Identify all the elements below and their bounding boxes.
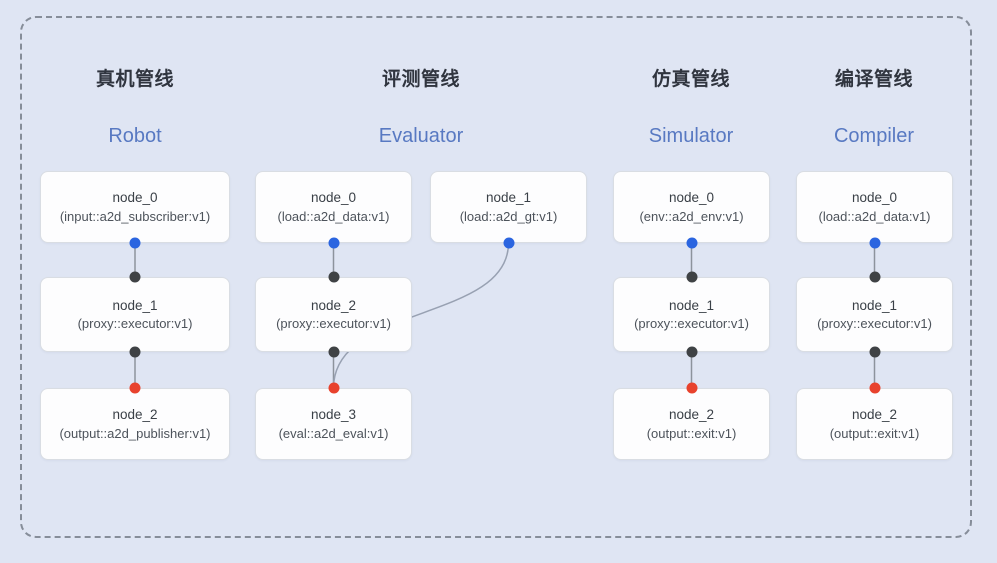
port-dot-blue: [869, 237, 880, 249]
node-type: (proxy::executor:v1): [634, 316, 749, 332]
node-name: node_1: [851, 297, 898, 313]
port-dot-black: [129, 346, 141, 358]
port-dot-red: [869, 382, 880, 394]
node-card-evaluator-node-0: node_0 (load::a2d_data:v1): [255, 171, 412, 243]
pipeline-subtitle-robot: Robot: [108, 125, 162, 147]
node-type: (env::a2d_env:v1): [639, 208, 744, 224]
node-type: (input::a2d_subscriber:v1): [59, 208, 211, 224]
port-dot-red: [129, 382, 141, 394]
node-card-simulator-node-1: node_1 (proxy::executor:v1): [613, 277, 770, 352]
port-dot-black: [686, 271, 697, 283]
node-name: node_3: [310, 407, 357, 423]
pipeline-subtitle-evaluator: Evaluator: [378, 125, 464, 147]
node-type: (output::exit:v1): [646, 425, 737, 441]
node-card-simulator-node-0: node_0 (env::a2d_env:v1): [613, 171, 770, 243]
node-type: (load::a2d_data:v1): [277, 208, 390, 224]
node-card-compiler-node-1: node_1 (proxy::executor:v1): [796, 277, 953, 352]
node-type: (output::exit:v1): [829, 425, 920, 441]
pipeline-title-simulator: 仿真管线: [651, 69, 730, 90]
pipeline-subtitle-compiler: Compiler: [833, 125, 915, 147]
port-dot-black: [129, 271, 141, 283]
node-name: node_0: [310, 190, 357, 206]
node-name: node_0: [851, 190, 898, 206]
node-name: node_2: [112, 407, 158, 423]
node-name: node_1: [668, 297, 715, 313]
port-dot-black: [328, 271, 339, 283]
node-name: node_2: [668, 407, 715, 423]
port-dot-blue: [328, 237, 339, 249]
port-dot-red: [686, 382, 697, 394]
node-card-evaluator-node-1: node_1 (load::a2d_gt:v1): [430, 171, 587, 243]
node-card-evaluator-node-3: node_3 (eval::a2d_eval:v1): [255, 388, 412, 460]
node-type: (load::a2d_gt:v1): [459, 208, 558, 224]
node-type: (load::a2d_data:v1): [818, 208, 931, 224]
node-type: (output::a2d_publisher:v1): [59, 425, 211, 441]
port-dot-blue: [503, 237, 514, 249]
node-card-compiler-node-2: node_2 (output::exit:v1): [796, 388, 953, 460]
node-card-robot-node-1: node_1 (proxy::executor:v1): [40, 277, 230, 352]
pipeline-title-compiler: 编译管线: [834, 69, 913, 90]
node-name: node_0: [668, 190, 715, 206]
port-dot-black: [328, 346, 339, 358]
node-type: (proxy::executor:v1): [77, 316, 193, 332]
dashed-frame: [20, 16, 972, 538]
port-dot-blue: [686, 237, 697, 249]
edge-evaluator-n1-n3: [332, 242, 510, 389]
pipeline-title-evaluator: 评测管线: [381, 69, 460, 90]
node-card-evaluator-node-2: node_2 (proxy::executor:v1): [255, 277, 412, 352]
node-name: node_1: [485, 190, 532, 206]
node-card-robot-node-0: node_0 (input::a2d_subscriber:v1): [40, 171, 230, 243]
node-type: (proxy::executor:v1): [817, 316, 932, 332]
node-card-robot-node-2: node_2 (output::a2d_publisher:v1): [40, 388, 230, 460]
node-name: node_0: [112, 190, 158, 206]
pipeline-subtitle-simulator: Simulator: [648, 125, 734, 147]
node-card-compiler-node-0: node_0 (load::a2d_data:v1): [796, 171, 953, 243]
node-card-simulator-node-2: node_2 (output::exit:v1): [613, 388, 770, 460]
port-dot-red: [328, 382, 339, 394]
node-type: (proxy::executor:v1): [276, 316, 391, 332]
port-dot-black: [686, 346, 697, 358]
port-dot-black: [869, 271, 880, 283]
node-name: node_2: [310, 297, 357, 313]
node-name: node_2: [851, 407, 898, 423]
node-type: (eval::a2d_eval:v1): [278, 425, 389, 441]
port-dot-black: [869, 346, 880, 358]
node-name: node_1: [112, 297, 158, 313]
port-dot-blue: [129, 237, 141, 249]
pipeline-title-robot: 真机管线: [95, 69, 174, 90]
